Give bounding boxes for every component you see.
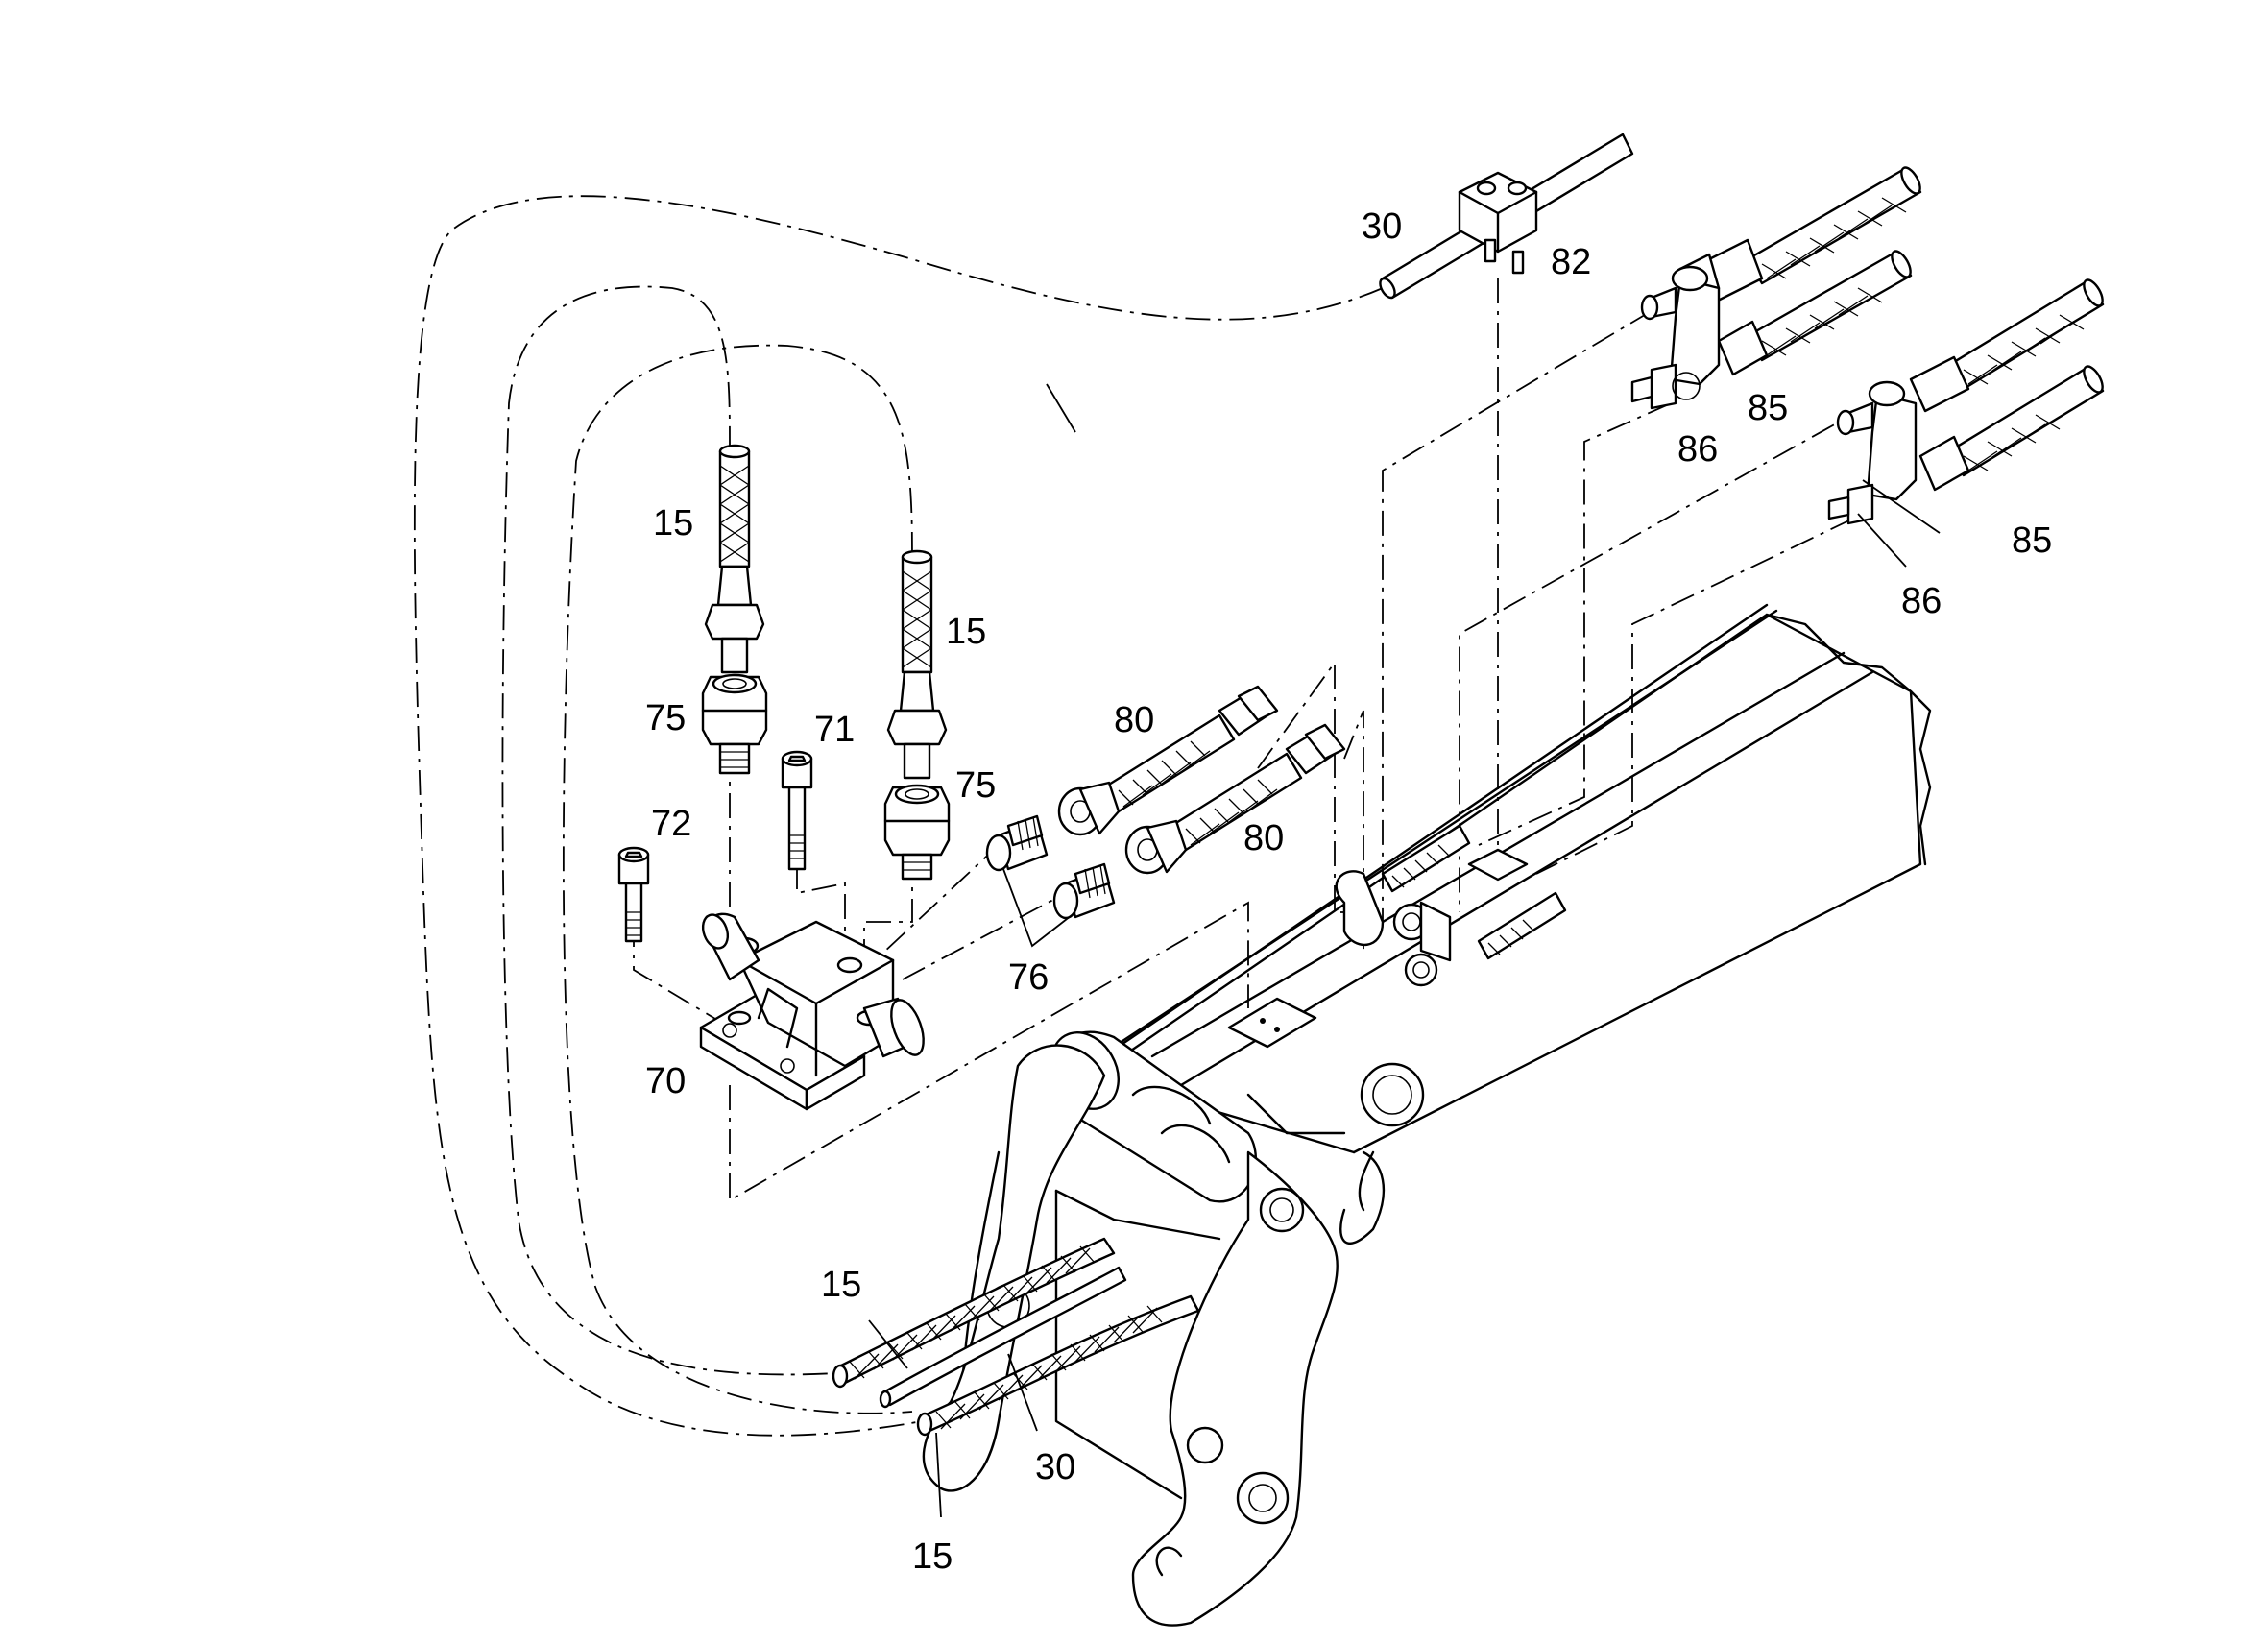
routing-line-tube-loop <box>413 195 1384 1437</box>
callout-block: 70 <box>645 1061 686 1101</box>
callout-plug-upper: 86 <box>1677 429 1718 470</box>
adapter-75-right <box>883 784 951 881</box>
callout-tube-lower: 30 <box>1035 1447 1075 1487</box>
clamp-plate <box>1467 848 1529 882</box>
nipple-76-upper <box>985 814 1049 872</box>
routing-line-block-76b <box>902 892 1067 980</box>
hose-80-lower-part <box>1124 723 1346 875</box>
callout-tee-upper: 85 <box>1748 388 1788 428</box>
tee-fitting-lower <box>1866 392 1918 501</box>
hose-assembly-lower-right <box>1827 278 2105 525</box>
callout-adapter-right: 75 <box>955 765 996 806</box>
callout-hose-upper-right: 15 <box>946 612 986 652</box>
hose-assembly-upper-right <box>1630 166 1922 410</box>
tee-fitting-upper <box>1669 277 1721 386</box>
clamp-82 <box>1458 171 1538 275</box>
callout-hose-80-lower: 80 <box>1243 818 1284 858</box>
mounting-plate <box>1227 997 1317 1049</box>
hose-15-lower-top <box>832 1237 1116 1389</box>
callout-screw-71: 71 <box>814 710 855 750</box>
callout-adapter-left: 75 <box>645 698 686 738</box>
callout-nipple: 76 <box>1008 957 1049 998</box>
callout-plug-lower: 86 <box>1901 581 1942 621</box>
callout-hose-80-upper: 80 <box>1114 700 1154 740</box>
routing-lines <box>413 195 1873 1437</box>
callout-hose-lower-top: 15 <box>821 1265 861 1305</box>
callout-screw-72: 72 <box>651 804 691 844</box>
distribution-block-70 <box>699 912 925 1111</box>
nipple-76-lower <box>1052 862 1116 920</box>
routing-line-86-upper <box>1478 402 1672 846</box>
hose-80-upper-part <box>1057 685 1279 836</box>
routing-line-hose-loop-2 <box>562 344 913 1414</box>
quick-coupler-bracket <box>1131 1150 1339 1627</box>
callout-labels: 15 15 75 71 75 72 70 80 80 76 30 82 85 8… <box>645 206 2052 1577</box>
callout-hose-lower-bottom: 15 <box>912 1536 953 1577</box>
arm-left-plate <box>922 1044 1106 1492</box>
hose-15-lower-bottom <box>916 1294 1200 1437</box>
adapter-75-left <box>701 673 768 775</box>
leader-lines <box>868 383 1941 1518</box>
tube-30-lower <box>879 1266 1127 1409</box>
routing-line-hose-loop-1 <box>501 285 836 1376</box>
boom-arm <box>922 603 1932 1627</box>
boom-pin-circle <box>1360 1062 1425 1127</box>
routing-line-85-lower <box>1459 402 1873 912</box>
callout-tee-lower: 85 <box>2012 520 2052 561</box>
callout-clamp: 82 <box>1551 242 1591 282</box>
hose-15-upper-left <box>704 444 765 674</box>
plug-fitting-lower <box>1846 483 1874 525</box>
leader-76 <box>1002 868 1076 948</box>
screw-72 <box>617 846 650 943</box>
routing-line-block-plate <box>729 901 1249 1202</box>
boom-hoses <box>1335 824 1567 987</box>
routing-line-80-upper <box>1257 660 1363 913</box>
callout-hose-upper-left: 15 <box>653 503 693 544</box>
routing-line-85-upper <box>1382 287 1691 922</box>
hose-15-upper-right <box>886 549 948 780</box>
routing-line-71 <box>796 864 846 960</box>
routing-line-86-lower <box>1535 518 1854 875</box>
routing-line-80-lower <box>1343 710 1364 951</box>
plug-fitting-upper <box>1650 363 1677 410</box>
callout-tube-upper: 30 <box>1362 206 1402 247</box>
screw-71 <box>781 750 813 871</box>
